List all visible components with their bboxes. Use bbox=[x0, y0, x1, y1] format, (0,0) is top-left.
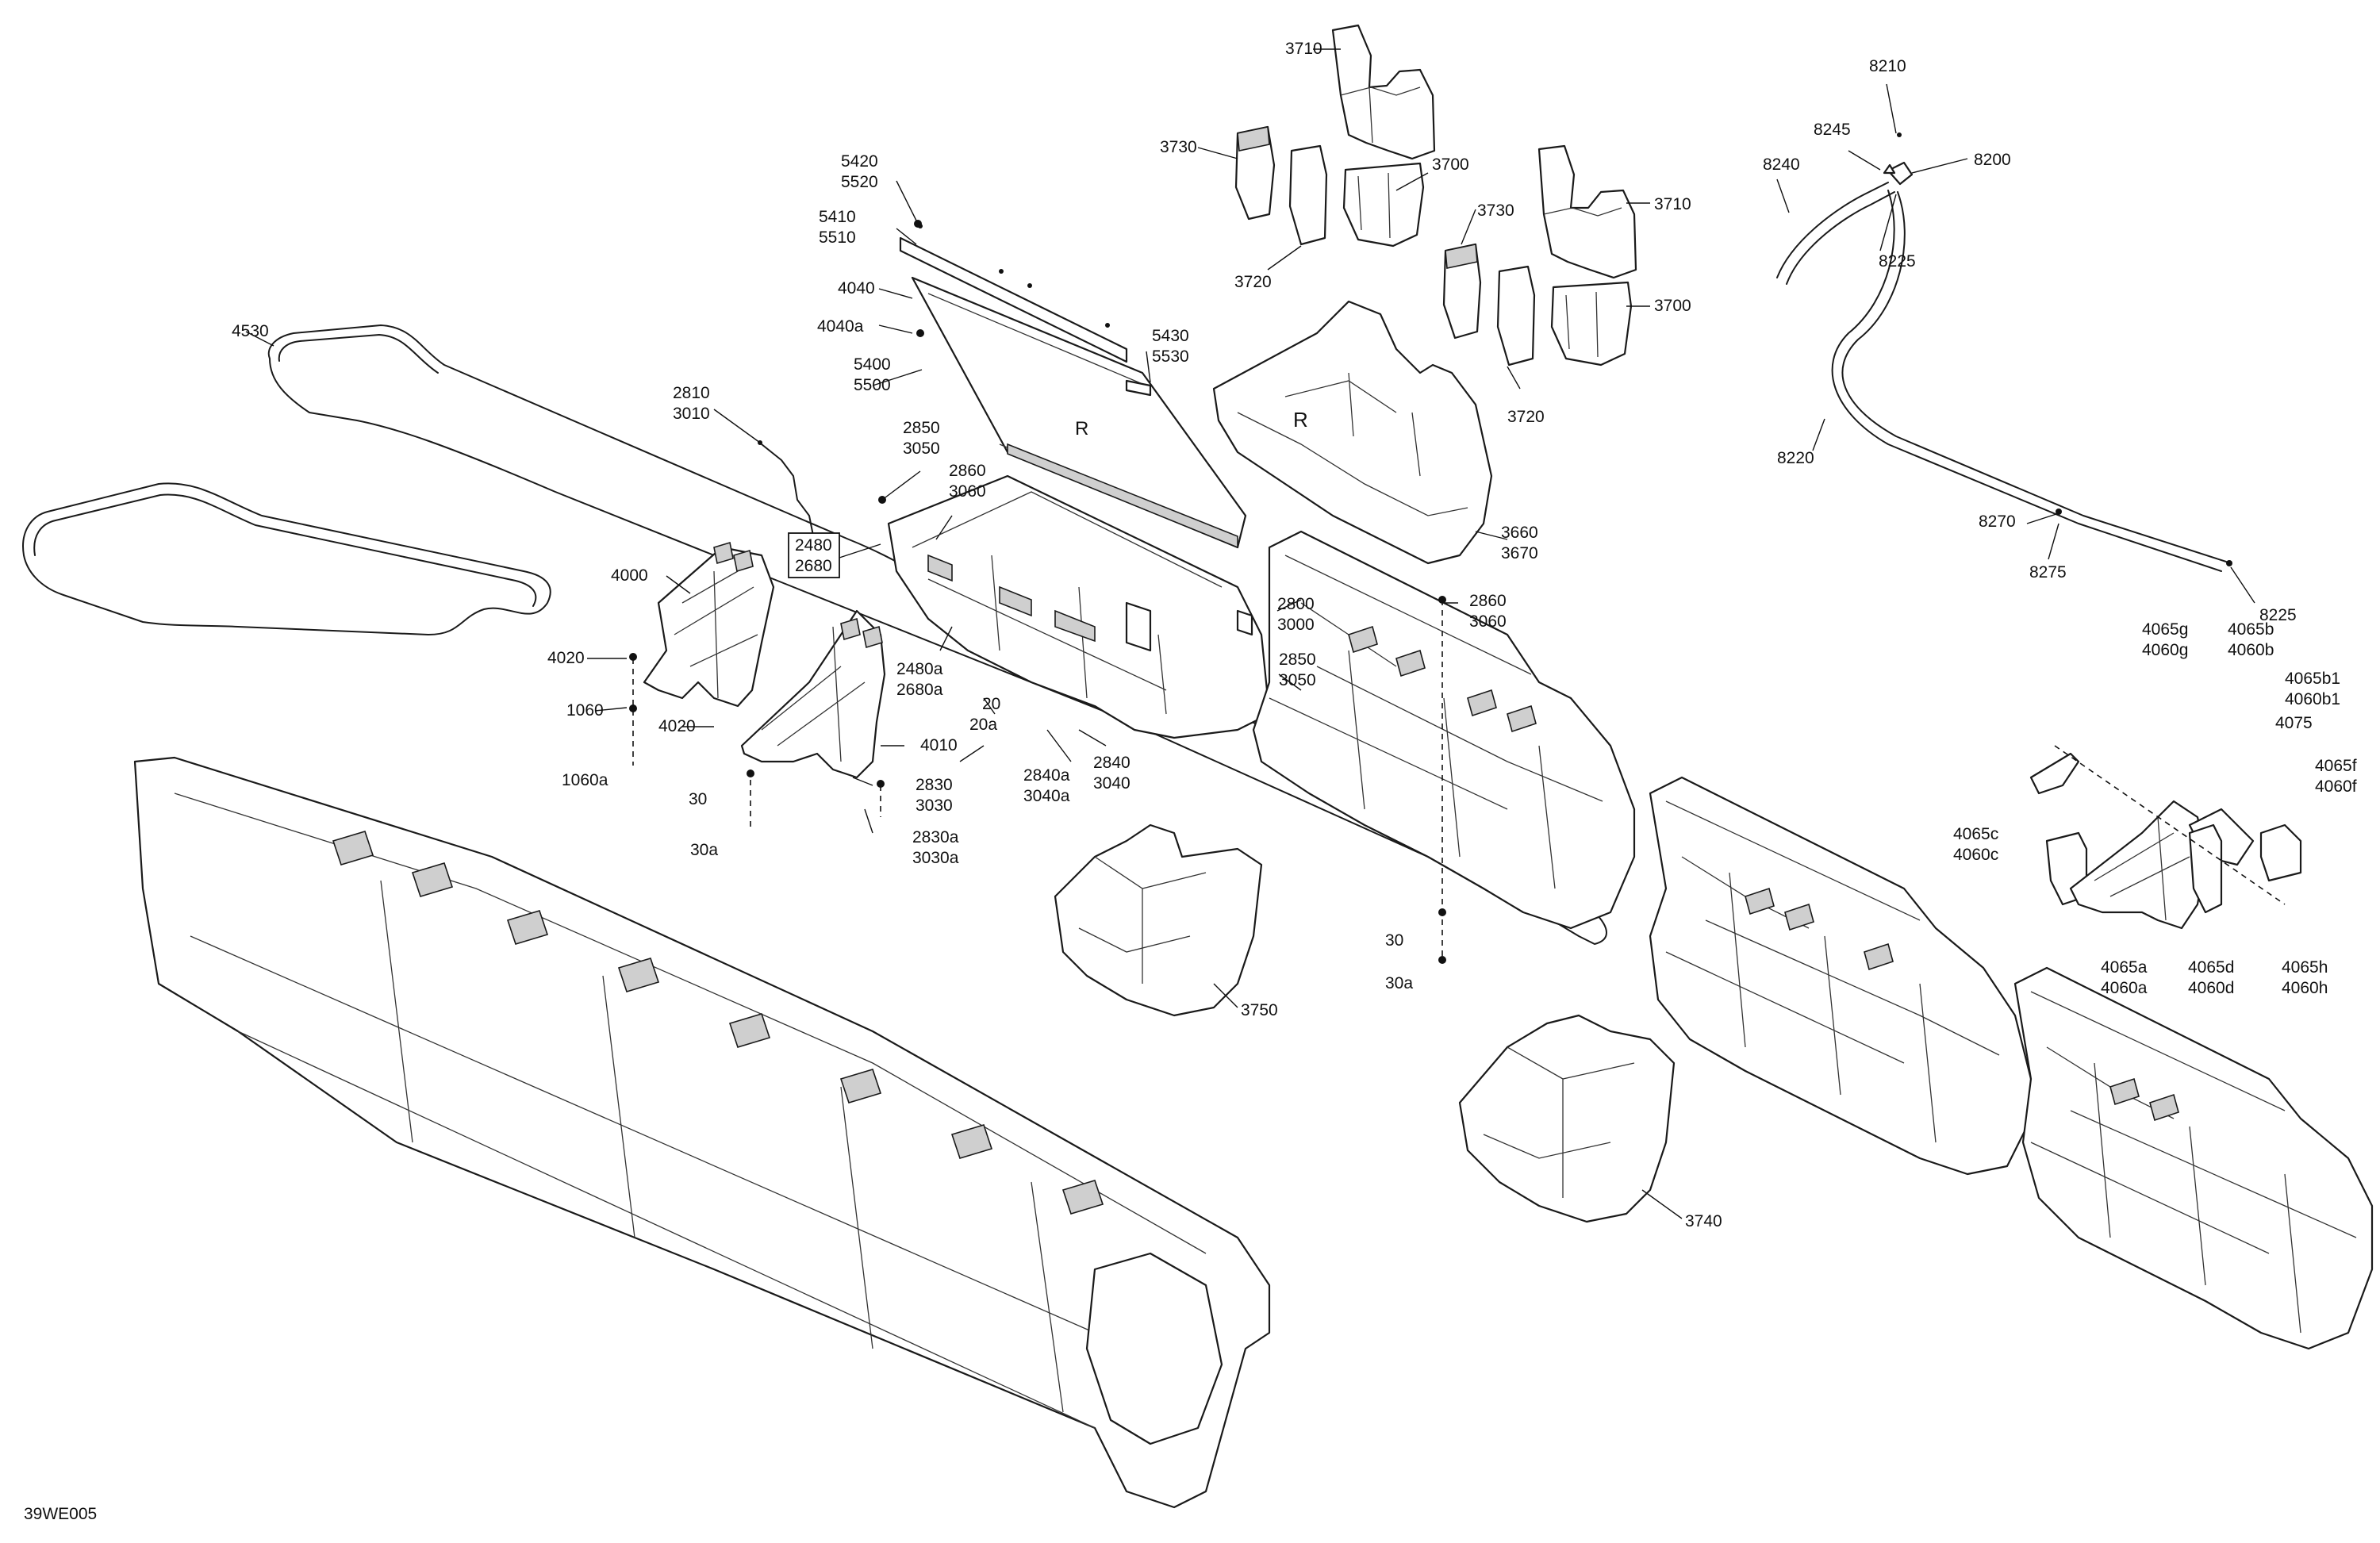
part-3660-seat-base: R bbox=[1212, 300, 1493, 565]
callout-4000: 4000 bbox=[611, 566, 648, 585]
callout-3750: 3750 bbox=[1241, 1001, 1278, 1019]
callout-30ab: 30a bbox=[1385, 974, 1413, 992]
part-3700-upper bbox=[1342, 162, 1425, 248]
svg-text:R: R bbox=[1293, 408, 1308, 432]
callout-4010: 4010 bbox=[920, 736, 958, 754]
callout-4020a: 4020 bbox=[547, 649, 585, 667]
main-frame-long bbox=[133, 756, 1271, 1509]
part-3740-block bbox=[1458, 1014, 1676, 1223]
callout-30a: 30 bbox=[689, 790, 707, 808]
callout-3730a: 3730 bbox=[1160, 138, 1197, 156]
part-3720-upper bbox=[1288, 144, 1328, 246]
callout-8210: 8210 bbox=[1869, 57, 1906, 75]
callout-8275: 8275 bbox=[2029, 563, 2067, 582]
callout-3730b: 3730 bbox=[1477, 202, 1514, 220]
callout-20a: 20a bbox=[969, 716, 997, 734]
callout-3720b: 3720 bbox=[1507, 408, 1545, 426]
callout-4040a: 4040a bbox=[817, 317, 864, 336]
part-3700-right bbox=[1550, 281, 1633, 367]
seat-cushion-group-upper bbox=[1234, 24, 1637, 367]
callout-3720a: 3720 bbox=[1234, 273, 1272, 291]
part-3710-right bbox=[1537, 144, 1637, 279]
callout-8240: 8240 bbox=[1763, 155, 1800, 174]
part-3720-right bbox=[1496, 265, 1536, 367]
callout-3710a: 3710 bbox=[1285, 40, 1322, 58]
fastener-dashes bbox=[629, 220, 2286, 964]
callout-8220: 8220 bbox=[1777, 449, 1814, 467]
callout-8245: 8245 bbox=[1814, 121, 1851, 139]
part-4010-bracket bbox=[740, 609, 886, 779]
callout-box bbox=[788, 532, 840, 578]
callout-3710b: 3710 bbox=[1654, 195, 1691, 213]
assembly-center bbox=[1252, 530, 1636, 930]
part-seal-lower bbox=[22, 482, 551, 635]
callout-4530: 4530 bbox=[232, 322, 269, 340]
assembly-4060-bracket-set bbox=[2029, 752, 2302, 930]
part-3710-upper bbox=[1331, 24, 1436, 160]
part-4000-bracket bbox=[643, 541, 775, 708]
svg-text:R: R bbox=[1075, 418, 1088, 439]
callout-4075: 4075 bbox=[2275, 714, 2313, 732]
assembly-right-2 bbox=[2013, 966, 2374, 1350]
callout-8225b: 8225 bbox=[2259, 606, 2297, 624]
part-8220-hose bbox=[1776, 132, 2232, 572]
callout-3700b: 3700 bbox=[1654, 297, 1691, 315]
callout-30b: 30 bbox=[1385, 931, 1403, 950]
callout-4040: 4040 bbox=[838, 279, 875, 297]
leader-lines bbox=[245, 48, 2255, 1219]
callout-8270: 8270 bbox=[1979, 512, 2016, 531]
callout-8200: 8200 bbox=[1974, 151, 2011, 169]
part-2800-storage-bin bbox=[887, 474, 1271, 739]
part-3750-block bbox=[1054, 823, 1263, 1017]
callout-1060: 1060 bbox=[566, 701, 604, 720]
callout-30aa: 30a bbox=[690, 841, 718, 859]
callout-20: 20 bbox=[982, 695, 1000, 713]
callout-1060a: 1060a bbox=[562, 771, 608, 789]
assembly-right-1 bbox=[1649, 776, 2033, 1176]
part-5400-cover-panel: R bbox=[899, 224, 1247, 549]
callout-3740: 3740 bbox=[1685, 1212, 1722, 1230]
callout-3700a: 3700 bbox=[1432, 155, 1469, 174]
callout-8225a: 8225 bbox=[1879, 252, 1916, 271]
figure-id: 39WE005 bbox=[24, 1505, 97, 1523]
callout-4020b: 4020 bbox=[658, 717, 696, 735]
